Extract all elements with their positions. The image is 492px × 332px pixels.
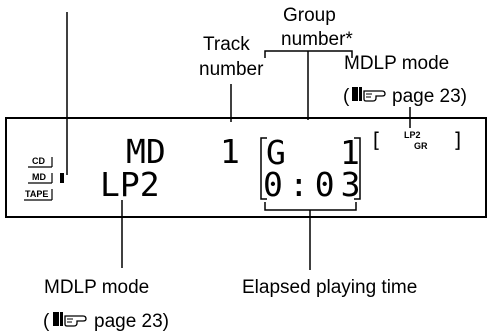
elapsed-time-readout: 0:03 — [263, 165, 366, 204]
readout-bracket-left — [260, 137, 267, 200]
mdlp-indicator-bottom: GR — [414, 141, 428, 151]
source-selector: CD MD TAPE — [24, 156, 64, 201]
mode-readout: LP2 — [100, 165, 160, 204]
mdlp-mode-bottom-page-ref: page 23) — [94, 311, 169, 332]
group-number-readout: 1 — [340, 133, 360, 172]
mdlp-mode-top-open-paren: ( — [343, 86, 350, 107]
pointing-hand-book-icon — [352, 87, 386, 102]
source-label-tape: TAPE — [25, 189, 48, 199]
mdlp-mode-top-label: MDLP mode — [344, 53, 449, 74]
mdlp-mode-bottom-label: MDLP mode — [44, 277, 149, 298]
track-number-readout: 1 — [220, 132, 240, 171]
mdlp-mode-top-page-ref: page 23) — [392, 86, 467, 107]
readout-bracket-right — [354, 137, 361, 200]
elapsed-time-label: Elapsed playing time — [242, 277, 417, 298]
display-panel — [5, 117, 487, 218]
mdlp-indicator-open-bracket: [ — [370, 128, 382, 152]
mdlp-mode-bottom-open-paren: ( — [43, 311, 50, 332]
mdlp-indicator-top: LP2 — [404, 130, 421, 140]
group-number-label-line2: number* — [281, 29, 353, 50]
track-number-label-line1: Track — [203, 34, 250, 55]
pointing-hand-book-icon — [53, 312, 87, 327]
source-label-cd: CD — [32, 156, 45, 166]
group-number-label-line1: Group — [283, 5, 336, 26]
group-letter-readout: G — [266, 133, 286, 172]
source-label-md: MD — [32, 172, 46, 182]
track-number-label-line2: number — [199, 59, 264, 80]
mdlp-indicator-close-bracket: ] — [452, 128, 464, 152]
source-readout: MD — [126, 132, 166, 171]
